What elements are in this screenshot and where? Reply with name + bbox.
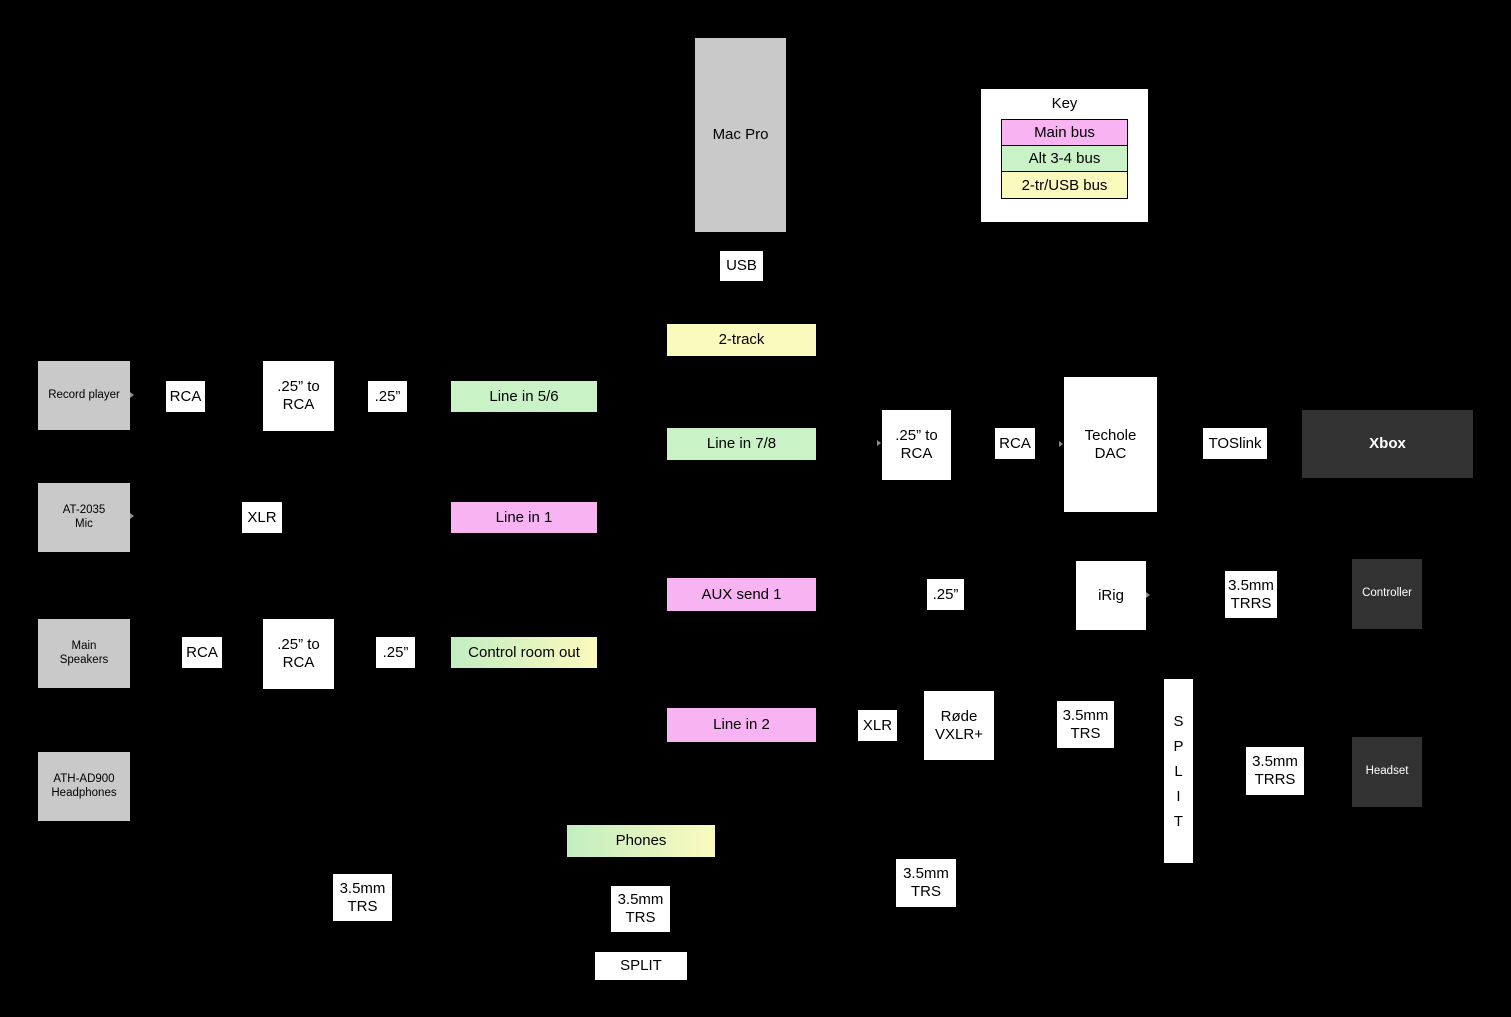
rca-connector-2: RCA <box>995 428 1035 459</box>
arrow-tick <box>130 513 134 519</box>
line-in-5-6-bus: Line in 5/6 <box>451 381 597 412</box>
trs-connector-right: 3.5mm TRS <box>896 859 956 907</box>
at2035-mic-node: AT-2035 Mic <box>38 483 130 552</box>
xlr-connector-2: XLR <box>858 710 897 741</box>
trs-connector-1: 3.5mm TRS <box>1057 701 1114 748</box>
record-player-node: Record player <box>38 361 130 430</box>
toslink-connector: TOSlink <box>1203 428 1267 459</box>
quarter-to-rca-adapter-3: .25” to RCA <box>263 619 334 689</box>
rca-connector-3: RCA <box>182 637 222 668</box>
key-item-usb-bus: 2-tr/USB bus <box>1002 172 1127 198</box>
main-speakers-node: Main Speakers <box>38 619 130 688</box>
ath-ad900-node: ATH-AD900 Headphones <box>38 752 130 821</box>
quarter-to-rca-adapter-1: .25” to RCA <box>263 361 334 431</box>
rode-vxlr-node: Røde VXLR+ <box>924 691 994 760</box>
trrs-connector-1: 3.5mm TRRS <box>1225 571 1277 618</box>
trrs-connector-2: 3.5mm TRRS <box>1246 747 1304 795</box>
rca-connector-1: RCA <box>166 381 205 412</box>
trs-connector-left: 3.5mm TRS <box>333 874 392 921</box>
key-item-alt-bus: Alt 3-4 bus <box>1002 146 1127 172</box>
arrow-tick <box>877 440 881 446</box>
quarter-cable-3: .25” <box>376 637 415 668</box>
usb-label: USB <box>720 251 763 281</box>
techole-dac-node: Techole DAC <box>1064 377 1157 512</box>
key-title: Key <box>1051 95 1078 112</box>
line-in-1-bus: Line in 1 <box>451 502 597 533</box>
xbox-node: Xbox <box>1302 410 1473 478</box>
headset-node: Headset <box>1352 737 1422 807</box>
arrow-tick <box>1146 592 1150 598</box>
xlr-connector-1: XLR <box>242 502 282 533</box>
irig-node: iRig <box>1076 561 1146 630</box>
two-track-bus: 2-track <box>667 324 816 356</box>
arrow-tick <box>130 392 134 398</box>
controller-node: Controller <box>1352 559 1422 629</box>
key-legend: Key Main bus Alt 3-4 bus 2-tr/USB bus <box>981 89 1148 222</box>
arrow-tick <box>1059 441 1063 447</box>
aux-send-1-bus: AUX send 1 <box>667 578 816 611</box>
phones-bus: Phones <box>567 825 715 857</box>
line-in-2-bus: Line in 2 <box>667 708 816 742</box>
split-vertical-node: S P L I T <box>1164 679 1193 863</box>
quarter-cable-2: .25” <box>927 579 964 610</box>
quarter-to-rca-adapter-2: .25” to RCA <box>882 410 951 480</box>
key-table: Main bus Alt 3-4 bus 2-tr/USB bus <box>1001 119 1128 199</box>
mac-pro-node: Mac Pro <box>695 38 786 232</box>
split-bottom-node: SPLIT <box>595 952 687 980</box>
quarter-cable-1: .25” <box>368 381 407 412</box>
key-item-main-bus: Main bus <box>1002 120 1127 146</box>
trs-connector-center: 3.5mm TRS <box>611 886 670 932</box>
line-in-7-8-bus: Line in 7/8 <box>667 428 816 460</box>
control-room-out-bus: Control room out <box>451 637 597 668</box>
